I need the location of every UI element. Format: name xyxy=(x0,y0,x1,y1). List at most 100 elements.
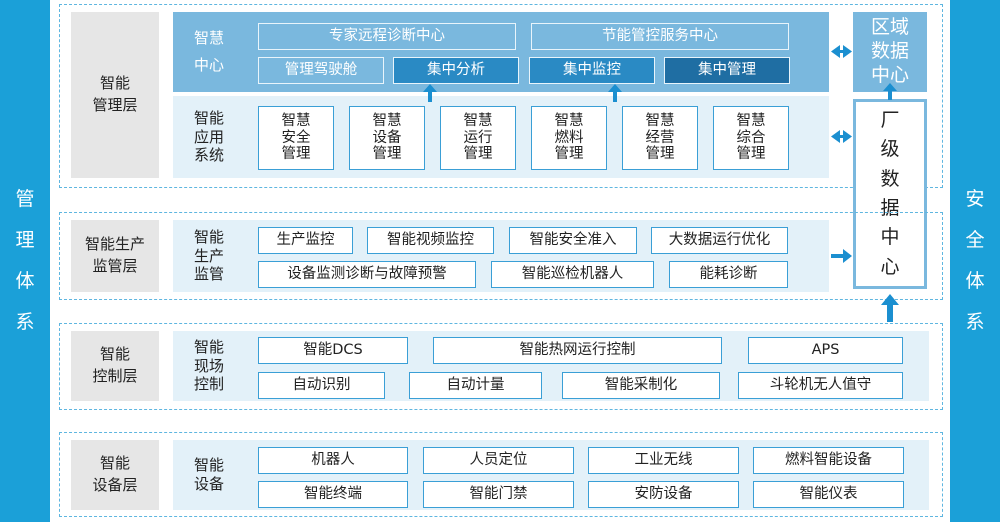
plant-center-char: 中 xyxy=(880,226,900,249)
smart-access-control-box[interactable]: 智能门禁 xyxy=(423,481,574,508)
sys-label-line: 设备 xyxy=(193,475,224,493)
plant-data-center-box[interactable]: 厂 级 数 据 中 心 xyxy=(853,99,927,289)
double-arrow-icon xyxy=(831,130,852,143)
management-system-bar: 管 理 体 系 xyxy=(0,0,50,522)
management-cockpit-box[interactable]: 管理驾驶舱 xyxy=(258,57,384,84)
aps-box[interactable]: APS xyxy=(748,337,903,364)
box-line: 管理 xyxy=(463,146,493,163)
box-line: 经营 xyxy=(645,129,675,146)
management-layer-frame xyxy=(59,4,943,188)
smart-safety-access-box[interactable]: 智能安全准入 xyxy=(509,227,637,254)
layer-label-line: 智能生产 xyxy=(84,235,145,254)
smart-operation-management-box[interactable]: 智慧运行管理 xyxy=(440,106,516,170)
sys-label-line: 智能 xyxy=(193,337,224,356)
layer-label-line: 智能 xyxy=(99,74,130,93)
robot-box[interactable]: 机器人 xyxy=(258,447,408,474)
sys-label-line: 生产 xyxy=(193,246,224,265)
region-line: 数据 xyxy=(870,40,909,63)
up-arrow-icon xyxy=(423,84,437,102)
box-line: 智慧 xyxy=(645,112,675,129)
sys-label-line: 智能 xyxy=(193,456,224,475)
sys-label-line: 监管 xyxy=(193,265,224,284)
industrial-wireless-box[interactable]: 工业无线 xyxy=(588,447,739,474)
fuel-smart-equipment-box[interactable]: 燃料智能设备 xyxy=(753,447,904,474)
plant-center-char: 据 xyxy=(880,197,900,219)
box-line: 管理 xyxy=(645,146,675,163)
smart-inspection-robot-box[interactable]: 智能巡检机器人 xyxy=(491,261,654,288)
layer-label-line: 智能 xyxy=(99,454,130,473)
smart-safety-management-box[interactable]: 智慧安全管理 xyxy=(258,106,334,170)
auto-metering-box[interactable]: 自动计量 xyxy=(409,372,542,399)
management-system-char: 体 xyxy=(15,270,35,292)
app-label-line: 应用 xyxy=(193,127,224,146)
box-line: 燃料 xyxy=(554,129,584,146)
management-system-char: 理 xyxy=(15,229,35,251)
box-line: 管理 xyxy=(281,146,311,163)
auto-identification-box[interactable]: 自动识别 xyxy=(258,372,385,399)
personnel-positioning-box[interactable]: 人员定位 xyxy=(423,447,574,474)
smart-heating-network-control-box[interactable]: 智能热网运行控制 xyxy=(433,337,722,364)
plant-center-char: 数 xyxy=(880,167,900,190)
energy-saving-service-center-box[interactable]: 节能管控服务中心 xyxy=(531,23,789,50)
box-line: 管理 xyxy=(554,146,584,163)
expert-remote-diagnosis-center-box[interactable]: 专家远程诊断中心 xyxy=(258,23,516,50)
centralized-analysis-box[interactable]: 集中分析 xyxy=(393,57,519,84)
region-line: 区域 xyxy=(870,16,909,39)
plant-center-char: 心 xyxy=(880,255,900,278)
security-equipment-box[interactable]: 安防设备 xyxy=(588,481,739,508)
production-monitoring-box[interactable]: 生产监控 xyxy=(258,227,353,254)
box-line: 智慧 xyxy=(554,112,584,129)
smart-video-monitoring-box[interactable]: 智能视频监控 xyxy=(367,227,494,254)
security-system-char: 系 xyxy=(965,311,985,333)
box-line: 综合 xyxy=(736,129,766,146)
control-layer-frame xyxy=(59,323,943,410)
up-arrow-icon xyxy=(881,294,899,322)
up-arrow-icon xyxy=(883,83,897,100)
layer-label-line: 设备层 xyxy=(92,476,138,494)
layer-label-line: 管理层 xyxy=(92,96,138,114)
smart-center-label: 智慧中心 xyxy=(180,18,238,86)
box-line: 设备 xyxy=(372,129,402,146)
box-line: 智慧 xyxy=(463,112,493,129)
smart-integrated-management-box[interactable]: 智慧综合管理 xyxy=(713,106,789,170)
control-sys-label: 智能现场控制 xyxy=(180,333,238,399)
smart-fuel-management-box[interactable]: 智慧燃料管理 xyxy=(531,106,607,170)
up-arrow-icon xyxy=(608,84,622,102)
security-system-char: 全 xyxy=(965,229,985,251)
smart-business-management-box[interactable]: 智慧经营管理 xyxy=(622,106,698,170)
production-layer-frame xyxy=(59,212,943,300)
box-line: 管理 xyxy=(372,146,402,163)
sys-label-line: 控制 xyxy=(193,375,224,394)
centralized-management-box[interactable]: 集中管理 xyxy=(664,57,790,84)
equipment-diagnosis-warning-box[interactable]: 设备监测诊断与故障预警 xyxy=(258,261,476,288)
production-sys-label: 智能生产监管 xyxy=(180,222,238,290)
production-layer-label: 智能生产监管层 xyxy=(71,220,159,292)
control-layer-label: 智能控制层 xyxy=(71,331,159,401)
center-label-line: 智慧 xyxy=(193,29,224,48)
device-layer-label: 智能设备层 xyxy=(71,440,159,510)
centralized-monitoring-box[interactable]: 集中监控 xyxy=(529,57,655,84)
big-data-optimization-box[interactable]: 大数据运行优化 xyxy=(651,227,788,254)
smart-terminal-box[interactable]: 智能终端 xyxy=(258,481,408,508)
smart-sampling-box[interactable]: 智能采制化 xyxy=(562,372,720,399)
smart-dcs-box[interactable]: 智能DCS xyxy=(258,337,408,364)
security-system-char: 安 xyxy=(965,188,985,210)
box-line: 智慧 xyxy=(372,112,402,129)
security-system-bar: 安 全 体 系 xyxy=(950,0,1000,522)
layer-label-line: 监管层 xyxy=(92,257,138,275)
sys-label-line: 智能 xyxy=(193,227,224,246)
right-arrow-icon xyxy=(831,249,852,263)
smart-instrument-box[interactable]: 智能仪表 xyxy=(753,481,904,508)
device-sys-label: 智能设备 xyxy=(180,442,238,508)
box-line: 智慧 xyxy=(281,112,311,129)
energy-diagnosis-box[interactable]: 能耗诊断 xyxy=(669,261,788,288)
stacker-reclaimer-unmanned-box[interactable]: 斗轮机无人值守 xyxy=(738,372,903,399)
management-system-char: 管 xyxy=(15,188,35,210)
center-label-line: 中心 xyxy=(193,56,224,74)
security-system-char: 体 xyxy=(965,270,985,292)
smart-equipment-management-box[interactable]: 智慧设备管理 xyxy=(349,106,425,170)
region-data-center-box[interactable]: 区域数据中心 xyxy=(853,12,927,92)
management-layer-label: 智能管理层 xyxy=(71,12,159,178)
region-line: 中心 xyxy=(870,63,909,86)
